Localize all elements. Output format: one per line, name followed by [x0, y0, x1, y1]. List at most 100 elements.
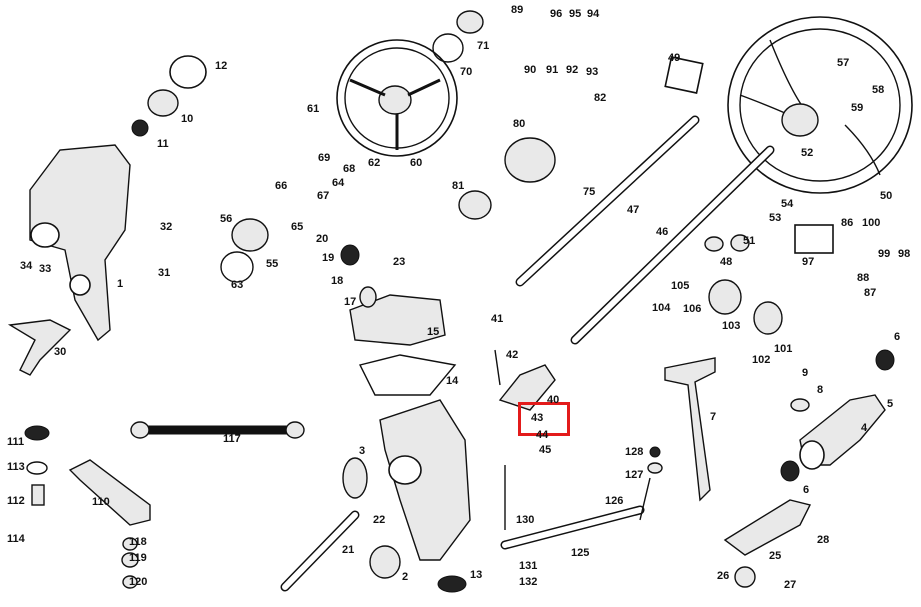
label-118: 118 [129, 536, 147, 548]
label-49: 49 [668, 52, 681, 64]
label-105: 105 [671, 280, 690, 292]
label-47: 47 [627, 204, 640, 216]
ball-stud-126 [639, 477, 651, 521]
label-119: 119 [129, 552, 147, 564]
label-10: 10 [181, 113, 194, 125]
label-27: 27 [784, 579, 797, 591]
label-26: 26 [717, 570, 730, 582]
ignition-lock-80 [504, 137, 556, 183]
nut-120 [122, 575, 138, 589]
cap-127 [647, 462, 663, 474]
label-130: 130 [516, 514, 535, 526]
label-46: 46 [656, 226, 669, 238]
label-21: 21 [342, 544, 355, 556]
label-43: 43 [531, 412, 544, 424]
nut-128 [649, 446, 661, 458]
label-7: 7 [710, 411, 717, 423]
idler-arm-25 [723, 499, 812, 556]
nut-119 [121, 552, 139, 568]
label-128: 128 [625, 446, 644, 458]
label-14: 14 [446, 375, 459, 387]
steering-wheel-small [336, 39, 458, 157]
bearing-111 [24, 425, 50, 441]
switch-81 [458, 190, 492, 220]
label-100: 100 [862, 217, 881, 229]
label-3: 3 [359, 445, 366, 457]
label-93: 93 [586, 66, 599, 78]
label-110: 110 [92, 496, 110, 508]
ring-70 [432, 33, 464, 63]
label-60: 60 [410, 157, 423, 169]
label-68: 68 [343, 163, 356, 175]
label-113: 113 [7, 461, 25, 473]
label-54: 54 [781, 198, 794, 210]
label-18: 18 [331, 275, 344, 287]
label-103: 103 [722, 320, 741, 332]
label-67: 67 [317, 190, 330, 202]
cap-71 [456, 10, 484, 34]
label-9: 9 [802, 367, 809, 379]
label-89: 89 [511, 4, 524, 16]
label-51: 51 [743, 235, 756, 247]
cap-51 [730, 234, 750, 252]
label-32: 32 [160, 221, 173, 233]
label-64: 64 [332, 177, 345, 189]
label-112: 112 [7, 495, 25, 507]
label-17: 17 [344, 296, 357, 308]
bearing-6-top [875, 349, 895, 371]
label-125: 125 [571, 547, 590, 559]
label-61: 61 [307, 103, 320, 115]
gasket-63 [220, 251, 254, 283]
label-6-bottom: 6 [803, 484, 810, 496]
label-132: 132 [519, 576, 538, 588]
label-87: 87 [864, 287, 877, 299]
label-13: 13 [470, 569, 483, 581]
label-56: 56 [220, 213, 233, 225]
label-25: 25 [769, 550, 782, 562]
label-81: 81 [452, 180, 465, 192]
bolt-42 [494, 349, 501, 386]
label-44: 44 [536, 429, 549, 441]
universal-joint-40 [498, 364, 556, 411]
label-99: 99 [878, 248, 891, 260]
cover-103 [708, 279, 742, 315]
label-92: 92 [566, 64, 579, 76]
bearing-6-bottom [780, 460, 800, 482]
label-42: 42 [506, 349, 519, 361]
label-57: 57 [837, 57, 850, 69]
label-65: 65 [291, 221, 304, 233]
label-30: 30 [54, 346, 67, 358]
label-52: 52 [801, 147, 814, 159]
nut-118 [122, 537, 138, 551]
pin-112 [31, 484, 45, 506]
label-58: 58 [872, 84, 885, 96]
bushing-2 [369, 545, 401, 579]
bushing-3 [342, 457, 368, 499]
label-31: 31 [158, 267, 171, 279]
label-80: 80 [513, 118, 526, 130]
label-114: 114 [7, 533, 25, 545]
ring-11 [131, 119, 149, 137]
label-88: 88 [857, 272, 870, 284]
label-70: 70 [460, 66, 473, 78]
label-111: 111 [7, 436, 25, 448]
label-62: 62 [368, 157, 381, 169]
label-101: 101 [774, 343, 793, 355]
label-53: 53 [769, 212, 782, 224]
ring-113 [26, 461, 48, 475]
plate-49 [664, 56, 704, 94]
label-126: 126 [605, 495, 624, 507]
label-48: 48 [720, 256, 733, 268]
label-55: 55 [266, 258, 279, 270]
label-22: 22 [373, 514, 386, 526]
label-97: 97 [802, 256, 815, 268]
label-66: 66 [275, 180, 288, 192]
label-40: 40 [547, 394, 560, 406]
steering-housing [349, 294, 471, 561]
label-1: 1 [117, 278, 124, 290]
label-131: 131 [519, 560, 538, 572]
label-12: 12 [215, 60, 228, 72]
label-95: 95 [569, 8, 582, 20]
